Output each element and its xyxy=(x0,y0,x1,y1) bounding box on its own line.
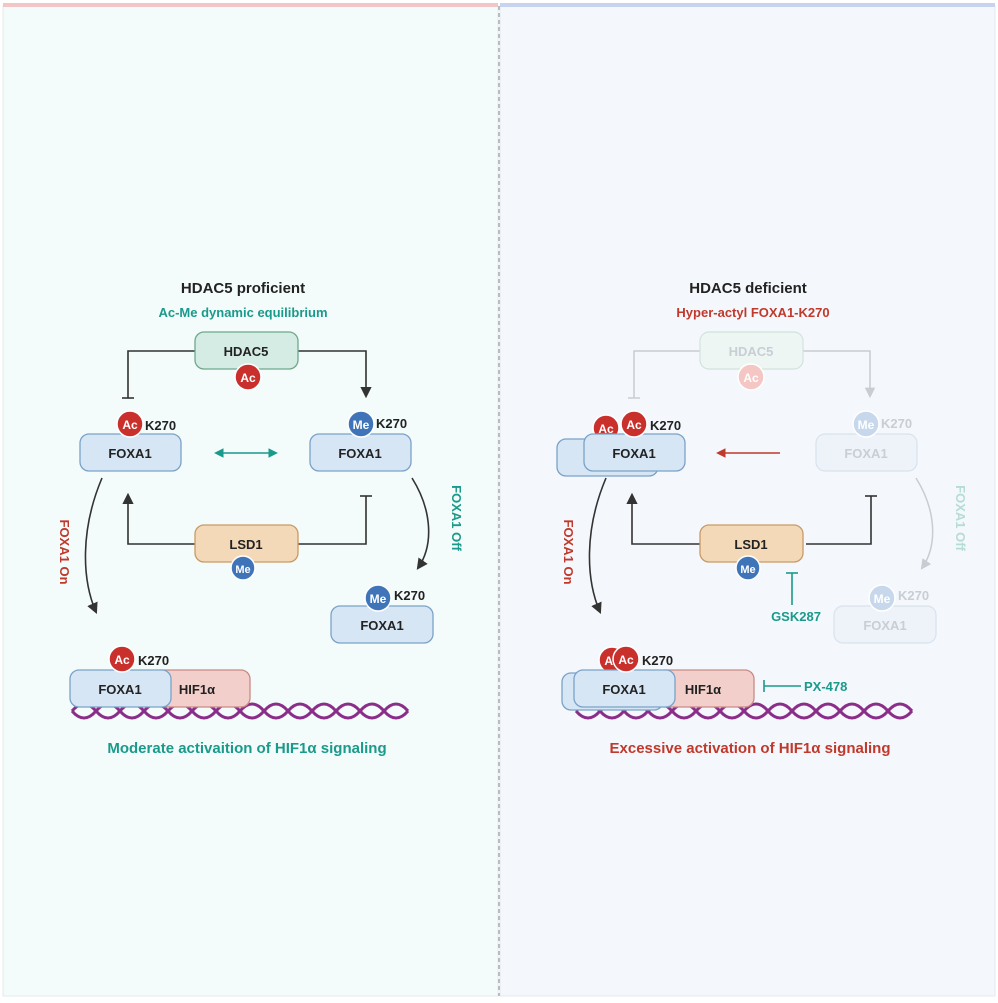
foxa1-label: FOXA1 xyxy=(98,682,141,697)
ac-badge-faded xyxy=(737,363,765,391)
me-badge-label: Me xyxy=(740,564,755,576)
hdac5-label: HDAC5 xyxy=(729,344,774,359)
faded-foxa1-off-curve xyxy=(915,477,934,570)
me-badge-label: Me xyxy=(235,564,250,576)
k270-label: K270 xyxy=(881,416,912,431)
lsd1-to-ac-foxa1-arrow xyxy=(626,492,700,545)
ac-badge xyxy=(620,410,648,438)
foxa1-off-curve xyxy=(411,477,430,570)
foxa1-on-label: FOXA1 On xyxy=(57,519,72,584)
ac-badge-label: Ac xyxy=(626,418,642,432)
ac-badge xyxy=(108,645,136,673)
lsd1-to-me-foxa1-inhibit xyxy=(298,496,367,545)
foxa1-label: FOXA1 xyxy=(844,446,887,461)
right-panel-background xyxy=(499,5,996,997)
hdac5-label: HDAC5 xyxy=(224,344,269,359)
k270-label: K270 xyxy=(394,588,425,603)
me-badge-faded xyxy=(852,410,880,438)
k270-label: K270 xyxy=(138,653,169,668)
hif1a-label: HIF1α xyxy=(685,682,721,697)
me-badge-label: Me xyxy=(858,418,875,432)
foxa1-on-curve xyxy=(84,477,103,615)
right-title: HDAC5 deficient xyxy=(689,280,807,297)
left-subtitle: Ac-Me dynamic equilibrium xyxy=(158,305,327,320)
ac-badge-label: Ac xyxy=(598,422,614,436)
ac-badge xyxy=(234,363,262,391)
me-badge xyxy=(364,584,392,612)
ac-badge xyxy=(116,410,144,438)
ac-badge-label: Ac xyxy=(240,371,256,385)
ac-badge-label: Ac xyxy=(122,418,138,432)
foxa1-label: FOXA1 xyxy=(360,618,403,633)
ac-badge-label: Ac xyxy=(743,371,759,385)
foxa1-label: FOXA1 xyxy=(108,446,151,461)
lsd1-label: LSD1 xyxy=(734,537,767,552)
foxa1-off-label-faded: FOXA1 Off xyxy=(953,485,968,551)
left-footer: Moderate activaition of HIF1α signaling xyxy=(107,740,386,757)
px478-label: PX-478 xyxy=(804,679,847,694)
k270-label: K270 xyxy=(376,416,407,431)
foxa1-label: FOXA1 xyxy=(863,618,906,633)
hdac5-to-ac-foxa1-inhibit xyxy=(127,350,195,398)
foxa1-label: FOXA1 xyxy=(602,682,645,697)
right-subtitle: Hyper-actyl FOXA1-K270 xyxy=(676,305,829,320)
left-title: HDAC5 proficient xyxy=(181,280,305,297)
me-badge xyxy=(230,555,256,581)
foxa1-label: FOXA1 xyxy=(338,446,381,461)
lsd1-to-ac-foxa1-arrow xyxy=(122,492,195,545)
foxa1-label: FOXA1 xyxy=(612,446,655,461)
me-badge-label: Me xyxy=(874,592,891,606)
foxa1-on-label: FOXA1 On xyxy=(561,519,576,584)
lsd1-label: LSD1 xyxy=(229,537,262,552)
k270-label: K270 xyxy=(650,418,681,433)
faded-hdac5-inhibit xyxy=(633,350,700,398)
lsd1-to-me-foxa1-inhibit xyxy=(806,496,872,545)
hdac5-to-me-foxa1-arrow xyxy=(298,350,372,399)
ac-badge-label: Ac xyxy=(114,653,130,667)
me-badge xyxy=(347,410,375,438)
ac-badge xyxy=(612,645,640,673)
right-footer: Excessive activation of HIF1α signaling xyxy=(610,740,891,757)
me-badge-label: Me xyxy=(353,418,370,432)
foxa1-on-curve xyxy=(588,477,607,615)
me-badge xyxy=(735,555,761,581)
left-panel-background xyxy=(2,5,499,997)
foxa1-off-label: FOXA1 Off xyxy=(449,485,464,551)
ac-badge-label: Ac xyxy=(618,653,634,667)
gsk287-label: GSK287 xyxy=(771,609,821,624)
k270-label: K270 xyxy=(642,653,673,668)
faded-hdac5-arrow xyxy=(803,350,876,399)
hif1a-label: HIF1α xyxy=(179,682,215,697)
k270-label: K270 xyxy=(898,588,929,603)
me-badge-faded xyxy=(868,584,896,612)
k270-label: K270 xyxy=(145,418,176,433)
me-badge-label: Me xyxy=(370,592,387,606)
